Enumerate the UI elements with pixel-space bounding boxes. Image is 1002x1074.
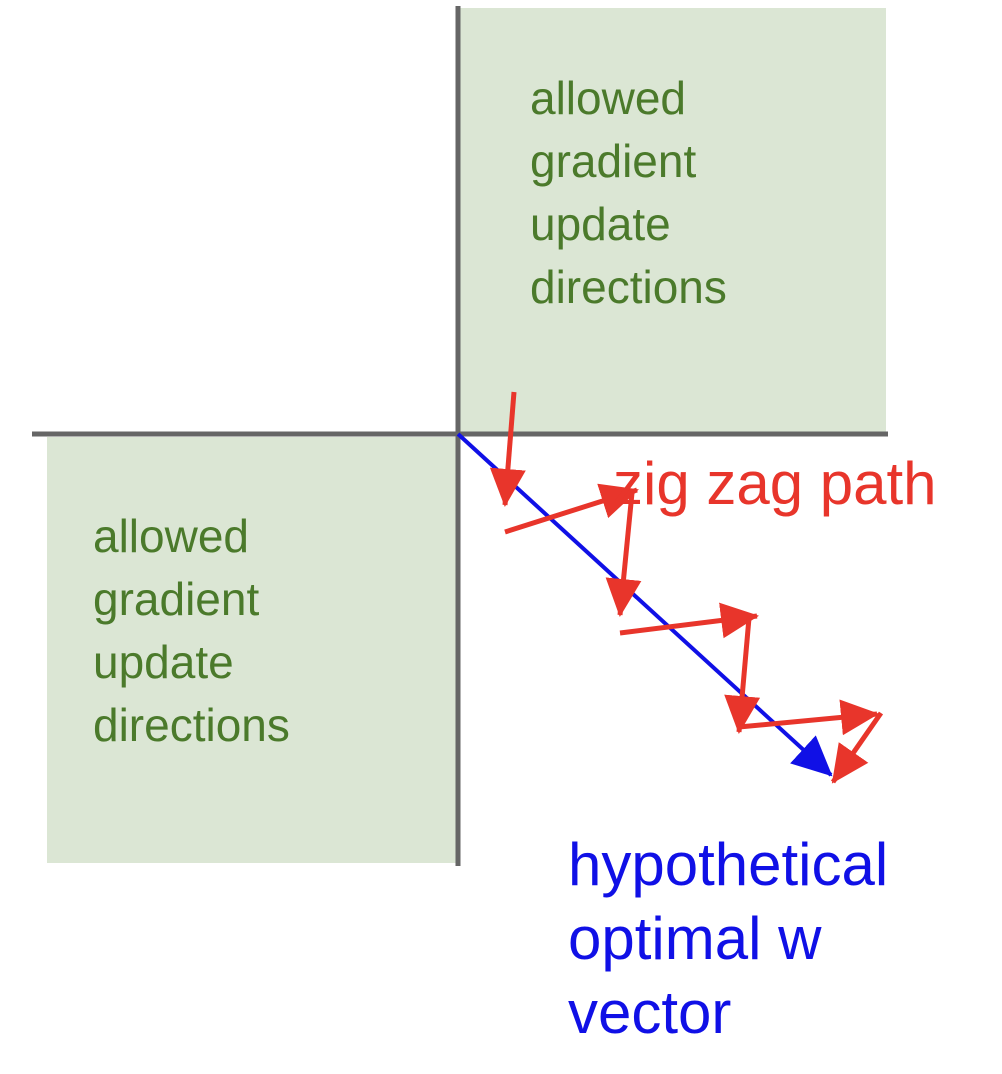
zigzag-segment: [619, 602, 759, 639]
region-label-quadrant-3: allowed gradient update directions: [93, 510, 290, 751]
region-quadrant-1: [460, 8, 886, 432]
zigzag-path-label: zig zag path: [613, 450, 937, 517]
zigzag-segment: [489, 391, 526, 507]
zigzag-segment: [504, 483, 639, 535]
region-label-quadrant-1: allowed gradient update directions: [530, 72, 727, 313]
zigzag-path: [489, 391, 884, 784]
zigzag-segment: [830, 711, 884, 784]
zigzag-segment: [724, 617, 761, 734]
optimal-vector-label: hypothetical optimal w vector: [568, 831, 889, 1046]
zigzag-segment: [738, 699, 879, 736]
region-quadrant-3: [47, 437, 457, 863]
zigzag-segment: [605, 492, 642, 617]
